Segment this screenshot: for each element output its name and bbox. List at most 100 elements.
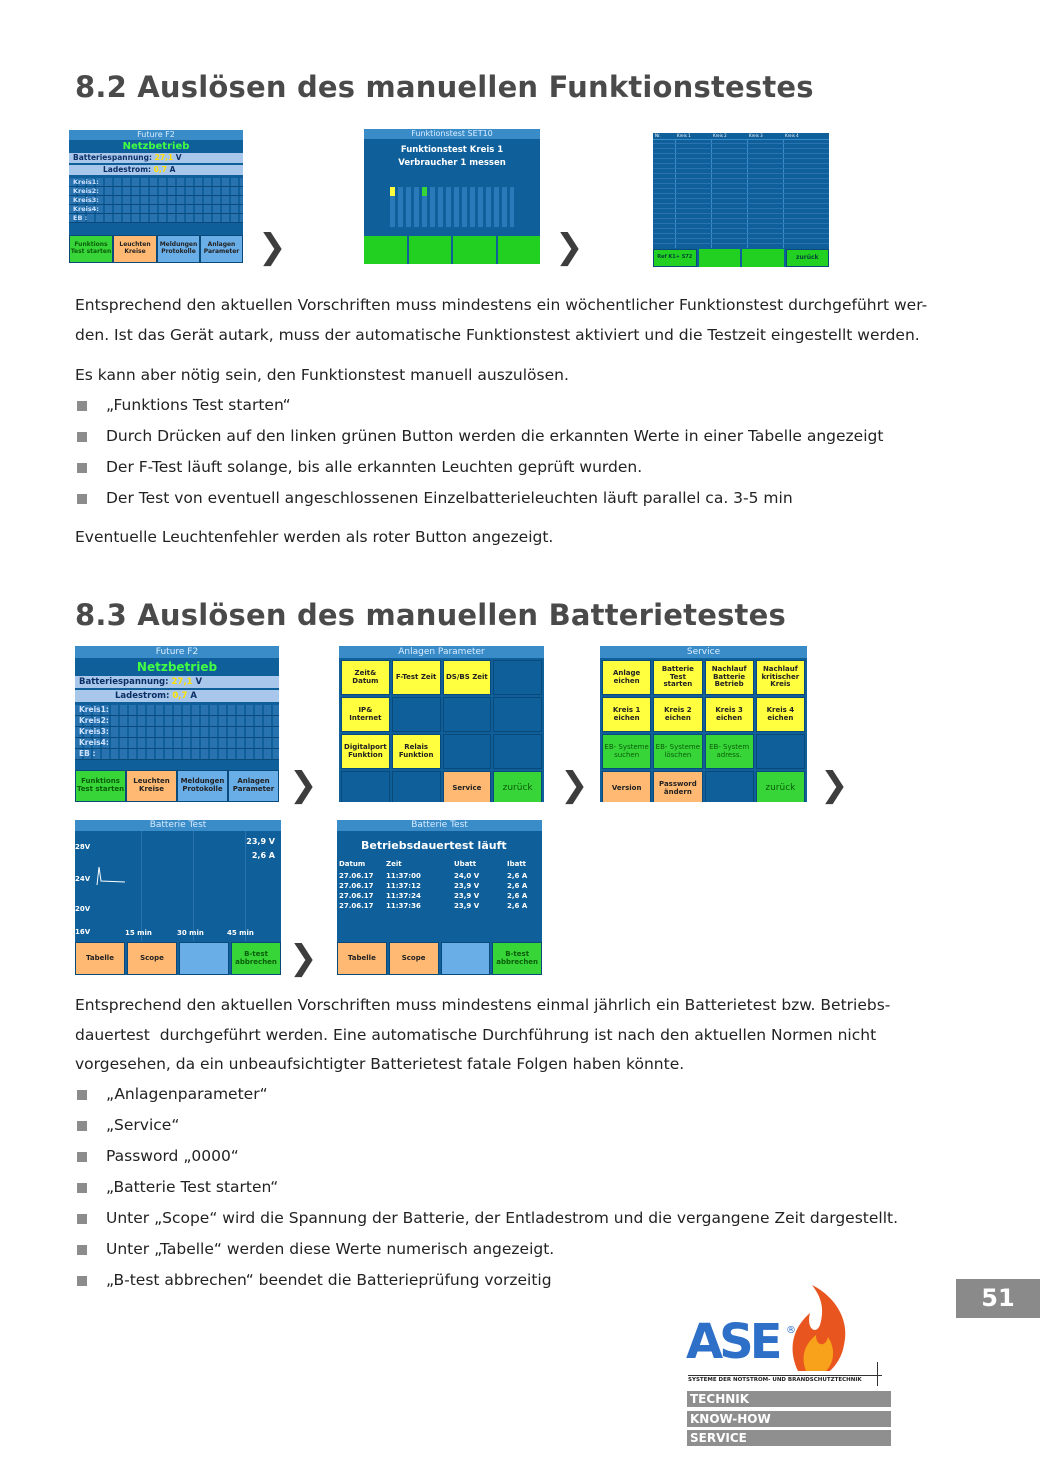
battery-voltage-row: Batteriespannung: 27,1 V (69, 153, 243, 163)
lamp-ok (422, 187, 427, 196)
abort-battery-test-button[interactable]: B-test abbrechen (492, 942, 542, 975)
green-button[interactable] (408, 236, 451, 264)
table-button[interactable]: Tabelle (337, 942, 387, 975)
scope-button[interactable]: Scope (388, 942, 439, 975)
table-cell: 24,0 V (454, 872, 480, 880)
list-item: Der F-Test läuft solange, bis alle erkan… (75, 452, 883, 483)
relay-function-button[interactable]: Relais Funktion (391, 734, 441, 769)
col-header: Kreis 2 (713, 133, 727, 138)
arrow-icon: ❯ (560, 765, 589, 805)
screen-title: Batterie Test (337, 820, 542, 831)
service-button[interactable]: Service (442, 771, 492, 802)
abort-battery-test-button[interactable]: B-test abbrechen (231, 942, 281, 975)
parameters-button[interactable]: Anlagen Parameter (228, 770, 279, 802)
version-button[interactable]: Version (602, 771, 652, 802)
kreis-row: Kreis3: (69, 196, 243, 205)
kreis-row: Kreis1: (75, 705, 279, 716)
empty-cell (391, 697, 441, 732)
logo-divider (877, 1362, 878, 1386)
eb-delete-button[interactable]: EB- Systeme löschen (653, 734, 703, 769)
col-header: Datum (339, 860, 366, 868)
y-tick: 24V (75, 875, 91, 883)
table-cell: 27.06.17 (339, 872, 374, 880)
arrow-icon: ❯ (289, 765, 318, 805)
voltage-readout: 23,9 V (246, 837, 275, 846)
digitalport-button[interactable]: Digitalport Funktion (341, 734, 390, 769)
screen-title: Future F2 (75, 646, 279, 658)
table-cell: 23,9 V (454, 902, 480, 910)
kreis-row: EB : (69, 214, 243, 223)
list-item: Unter „Scope“ wird die Spannung der Batt… (75, 1203, 898, 1234)
screenshot-service-menu: Service Anlage eichen Batterie Test star… (600, 646, 807, 802)
col-header: Kreis 3 (749, 133, 763, 138)
table-cell: 2,6 A (507, 872, 528, 880)
lights-circuits-button[interactable]: Leuchten Kreise (126, 770, 177, 802)
empty-cell (442, 697, 492, 732)
calibrate-circuit-4-button[interactable]: Kreis 4 eichen (755, 697, 805, 732)
green-button[interactable] (453, 236, 496, 264)
calibrate-circuit-1-button[interactable]: Kreis 1 eichen (602, 697, 652, 732)
charge-current-row: Ladestrom: 0,7 A (75, 690, 279, 702)
screen-title: Service (600, 646, 807, 658)
messages-button[interactable]: Meldungen Protokolle (177, 770, 228, 802)
calibrate-circuit-3-button[interactable]: Kreis 3 eichen (704, 697, 754, 732)
back-button[interactable]: zurück (493, 771, 542, 802)
critical-circuit-button[interactable]: Nachlauf kritischer Kreis (755, 660, 805, 695)
x-tick: 15 min (125, 929, 152, 937)
function-test-button[interactable]: Funktions Test starten (75, 770, 126, 802)
arrow-icon: ❯ (258, 227, 287, 267)
function-test-button[interactable]: Funktions Test starten (69, 235, 113, 263)
ref-button[interactable]: Ref K1+ S72 (653, 249, 697, 267)
green-button[interactable] (497, 236, 540, 264)
col-header: Kreis 1 (677, 133, 691, 138)
paragraph: Entsprechend den aktuellen Vorschriften … (75, 996, 891, 1014)
ftest-time-button[interactable]: F-Test Zeit (391, 660, 441, 695)
page-number: 51 (956, 1279, 1040, 1318)
green-button[interactable] (364, 236, 407, 264)
empty-cell (442, 734, 492, 769)
list-item: „B-test abbrechen“ beendet die Batteriep… (75, 1265, 898, 1296)
green-button[interactable] (742, 249, 784, 267)
empty-cell (704, 771, 754, 802)
kreis-row: Kreis2: (69, 187, 243, 196)
ftest-line-2: Verbraucher 1 messen (398, 158, 506, 168)
eb-address-button[interactable]: EB- System adress. (704, 734, 754, 769)
col-header: Kreis 4 (785, 133, 799, 138)
green-button[interactable] (698, 249, 740, 267)
ds-bs-time-button[interactable]: DS/BS Zeit (442, 660, 492, 695)
date-time-button[interactable]: Zeit& Datum (341, 660, 390, 695)
table-button[interactable]: Tabelle (75, 942, 125, 975)
table-grid (653, 140, 829, 248)
battery-followup-button[interactable]: Nachlauf Batterie Betrieb (704, 660, 754, 695)
empty-cell (493, 734, 542, 769)
scope-button[interactable]: Scope (127, 942, 177, 975)
eb-search-button[interactable]: EB- Systeme suchen (602, 734, 652, 769)
parameters-button[interactable]: Anlagen Parameter (200, 235, 243, 263)
table-cell: 23,9 V (454, 892, 480, 900)
back-button[interactable]: zurück (755, 771, 805, 802)
calibrate-circuit-2-button[interactable]: Kreis 2 eichen (653, 697, 703, 732)
table-cell: 2,6 A (507, 892, 528, 900)
screen-title: Anlagen Parameter (339, 646, 544, 658)
empty-cell (755, 734, 805, 769)
messages-button[interactable]: Meldungen Protokolle (157, 235, 200, 263)
screen-title: Future F2 (69, 130, 243, 140)
lights-circuits-button[interactable]: Leuchten Kreise (113, 235, 157, 263)
ftest-line-1: Funktionstest Kreis 1 (400, 145, 504, 155)
tag-technik: TECHNIK (687, 1391, 891, 1407)
screenshot-main-display: Future F2 Netzbetrieb Batteriespannung: … (75, 646, 279, 802)
arrow-icon: ❯ (289, 938, 318, 978)
list-item: „Funktions Test starten“ (75, 390, 883, 421)
ip-internet-button[interactable]: IP& Internet (341, 697, 390, 732)
calibrate-system-button[interactable]: Anlage eichen (602, 660, 652, 695)
back-button[interactable]: zurück (785, 249, 829, 267)
table-cell: 27.06.17 (339, 892, 374, 900)
status-text: Netzbetrieb (136, 660, 218, 674)
screenshot-function-test: Funktionstest SET10 Funktionstest Kreis … (364, 129, 540, 264)
battery-test-start-button[interactable]: Batterie Test starten (653, 660, 703, 695)
list-item: „Batterie Test starten“ (75, 1172, 898, 1203)
x-tick: 30 min (177, 929, 204, 937)
change-password-button[interactable]: Password ändern (653, 771, 703, 802)
voltage-curve (96, 866, 126, 886)
